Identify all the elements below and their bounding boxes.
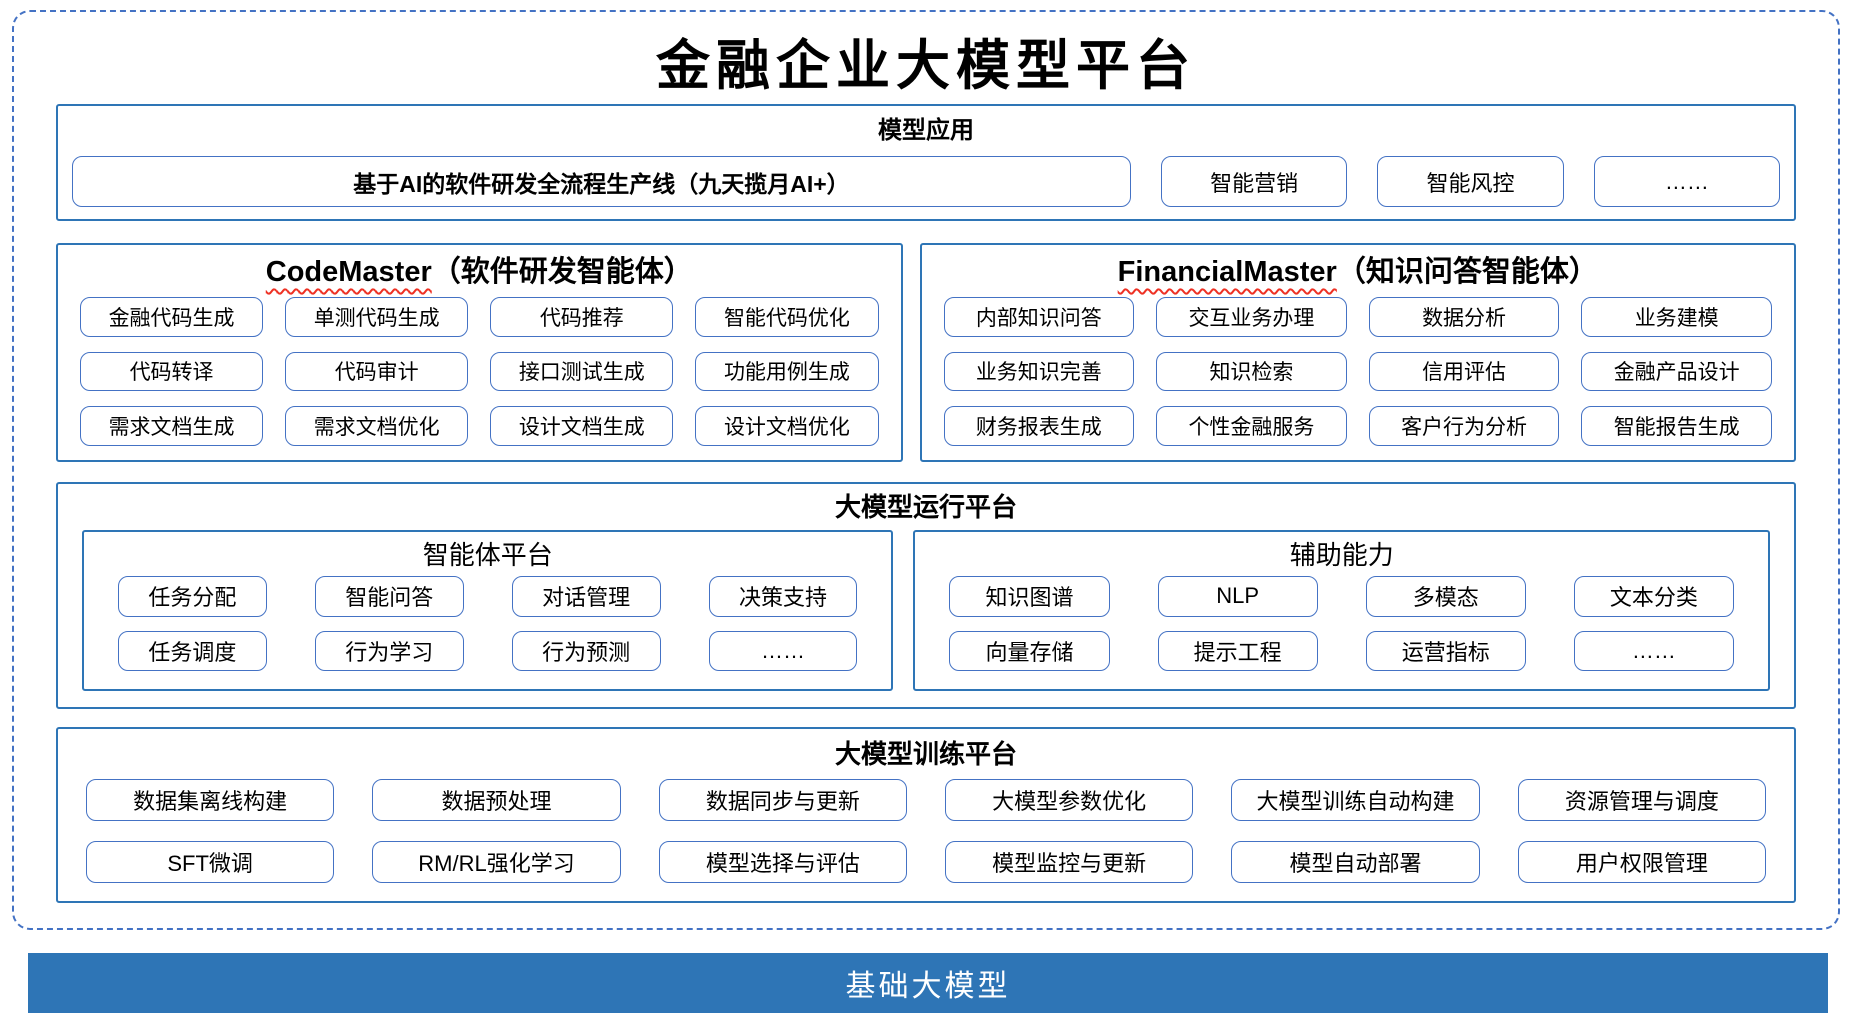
codemaster-item: 需求文档优化 [285, 406, 469, 446]
base-model-bar: 基础大模型 [28, 953, 1828, 1013]
codemaster-item: 需求文档生成 [80, 406, 264, 446]
codemaster-item: 接口测试生成 [490, 351, 674, 392]
financialmaster-item: 知识检索 [1156, 351, 1347, 392]
section-training-platform: 大模型训练平台 数据集离线构建 数据预处理 数据同步与更新 大模型参数优化 大模… [56, 727, 1796, 903]
financialmaster-item: 财务报表生成 [943, 406, 1135, 446]
section-model-applications: 模型应用 基于AI的软件研发全流程生产线（九天揽月AI+） 智能营销 智能风控 … [56, 104, 1796, 221]
app-box-ai-pipeline: 基于AI的软件研发全流程生产线（九天揽月AI+） [72, 156, 1131, 207]
agent-platform-item: 智能问答 [314, 576, 464, 617]
aux-capabilities-header: 辅助能力 [1289, 540, 1394, 570]
subsection-aux-capabilities: 辅助能力 知识图谱 NLP 多模态 文本分类 向量存储 提示工程 运营指标 …… [913, 530, 1770, 691]
financialmaster-item: 业务建模 [1581, 297, 1772, 337]
aux-capability-item: 文本分类 [1573, 576, 1734, 617]
aux-capability-item: 向量存储 [949, 630, 1110, 671]
aux-capability-item: 运营指标 [1365, 630, 1526, 671]
financialmaster-item: 业务知识完善 [943, 351, 1135, 392]
financialmaster-item: 个性金融服务 [1156, 406, 1347, 446]
platform-dashed-frame: 金融企业大模型平台 模型应用 基于AI的软件研发全流程生产线（九天揽月AI+） … [12, 10, 1840, 930]
section-financialmaster: FinancialMaster（知识问答智能体） 内部知识问答 交互业务办理 数… [919, 243, 1796, 462]
aux-capability-item: 提示工程 [1157, 630, 1318, 671]
app-box-smart-marketing: 智能营销 [1160, 156, 1348, 207]
financialmaster-item: 金融产品设计 [1581, 351, 1772, 392]
codemaster-grid: 金融代码生成 单测代码生成 代码推荐 智能代码优化 代码转译 代码审计 接口测试… [80, 297, 879, 446]
financialmaster-item: 智能报告生成 [1581, 406, 1772, 446]
training-platform-header: 大模型训练平台 [834, 739, 1017, 769]
financialmaster-suffix: （知识问答智能体） [1336, 256, 1598, 288]
financialmaster-item: 客户行为分析 [1368, 406, 1560, 446]
training-item: 数据同步与更新 [658, 779, 907, 821]
aux-capability-item-ellipsis: …… [1573, 630, 1734, 671]
training-item: 模型监控与更新 [944, 841, 1194, 883]
financialmaster-item: 信用评估 [1368, 351, 1560, 392]
financialmaster-item: 交互业务办理 [1156, 297, 1347, 337]
section-codemaster: CodeMaster（软件研发智能体） 金融代码生成 单测代码生成 代码推荐 智… [56, 243, 903, 462]
agent-platform-item: 行为预测 [511, 630, 661, 671]
app-box-more-ellipsis: …… [1593, 156, 1780, 207]
training-item: RM/RL强化学习 [372, 841, 621, 883]
subsection-agent-platform: 智能体平台 任务分配 智能问答 对话管理 决策支持 任务调度 行为学习 行为预测… [82, 530, 894, 691]
app-box-smart-risk-control: 智能风控 [1377, 156, 1564, 207]
runtime-row: 智能体平台 任务分配 智能问答 对话管理 决策支持 任务调度 行为学习 行为预测… [82, 530, 1770, 691]
codemaster-item: 代码审计 [285, 351, 469, 392]
codemaster-header: CodeMaster（软件研发智能体） [80, 251, 879, 293]
model-applications-header: 模型应用 [878, 117, 974, 144]
training-item: 大模型训练自动构建 [1231, 779, 1480, 821]
codemaster-item: 单测代码生成 [285, 297, 469, 337]
training-item: 数据预处理 [372, 779, 621, 821]
financialmaster-header: FinancialMaster（知识问答智能体） [944, 251, 1772, 293]
codemaster-item: 代码转译 [80, 351, 264, 392]
agents-row: CodeMaster（软件研发智能体） 金融代码生成 单测代码生成 代码推荐 智… [56, 243, 1796, 462]
agent-platform-item: 任务分配 [118, 576, 267, 617]
agent-platform-item: 决策支持 [708, 576, 858, 617]
agent-platform-item-ellipsis: …… [708, 630, 858, 671]
section-runtime-platform: 大模型运行平台 智能体平台 任务分配 智能问答 对话管理 决策支持 任务调度 行… [56, 482, 1796, 709]
training-item: 资源管理与调度 [1517, 779, 1766, 821]
aux-capability-item: NLP [1157, 576, 1318, 617]
aux-capabilities-grid: 知识图谱 NLP 多模态 文本分类 向量存储 提示工程 运营指标 …… [949, 576, 1734, 671]
financialmaster-item: 数据分析 [1368, 297, 1560, 337]
codemaster-item: 设计文档优化 [695, 406, 879, 446]
codemaster-item: 金融代码生成 [80, 297, 264, 337]
training-item: 模型选择与评估 [658, 841, 907, 883]
diagram-title: 金融企业大模型平台 [656, 33, 1196, 97]
financialmaster-grid: 内部知识问答 交互业务办理 数据分析 业务建模 业务知识完善 知识检索 信用评估… [943, 297, 1772, 446]
codemaster-item: 智能代码优化 [695, 297, 879, 337]
agent-platform-item: 对话管理 [511, 576, 661, 617]
financialmaster-item: 内部知识问答 [943, 297, 1135, 337]
financialmaster-name: FinancialMaster [1117, 256, 1337, 288]
codemaster-item: 设计文档生成 [490, 406, 674, 446]
training-item: SFT微调 [86, 841, 335, 883]
training-item: 模型自动部署 [1231, 841, 1480, 883]
base-model-label: 基础大模型 [845, 970, 1011, 1003]
agent-platform-item: 任务调度 [118, 630, 267, 671]
training-grid: 数据集离线构建 数据预处理 数据同步与更新 大模型参数优化 大模型训练自动构建 … [86, 779, 1766, 883]
training-item: 用户权限管理 [1517, 841, 1766, 883]
aux-capability-item: 多模态 [1365, 576, 1526, 617]
agent-platform-header: 智能体平台 [422, 540, 553, 570]
training-item: 数据集离线构建 [86, 779, 335, 821]
runtime-platform-header: 大模型运行平台 [834, 492, 1017, 522]
codemaster-item: 功能用例生成 [695, 351, 879, 392]
aux-capability-item: 知识图谱 [949, 576, 1110, 617]
codemaster-item: 代码推荐 [490, 297, 674, 337]
agent-platform-item: 行为学习 [314, 630, 464, 671]
agent-platform-grid: 任务分配 智能问答 对话管理 决策支持 任务调度 行为学习 行为预测 …… [118, 576, 858, 671]
codemaster-name: CodeMaster [265, 256, 432, 288]
codemaster-suffix: （软件研发智能体） [431, 256, 693, 288]
training-item: 大模型参数优化 [944, 779, 1194, 821]
model-applications-row: 基于AI的软件研发全流程生产线（九天揽月AI+） 智能营销 智能风控 …… [72, 156, 1780, 207]
